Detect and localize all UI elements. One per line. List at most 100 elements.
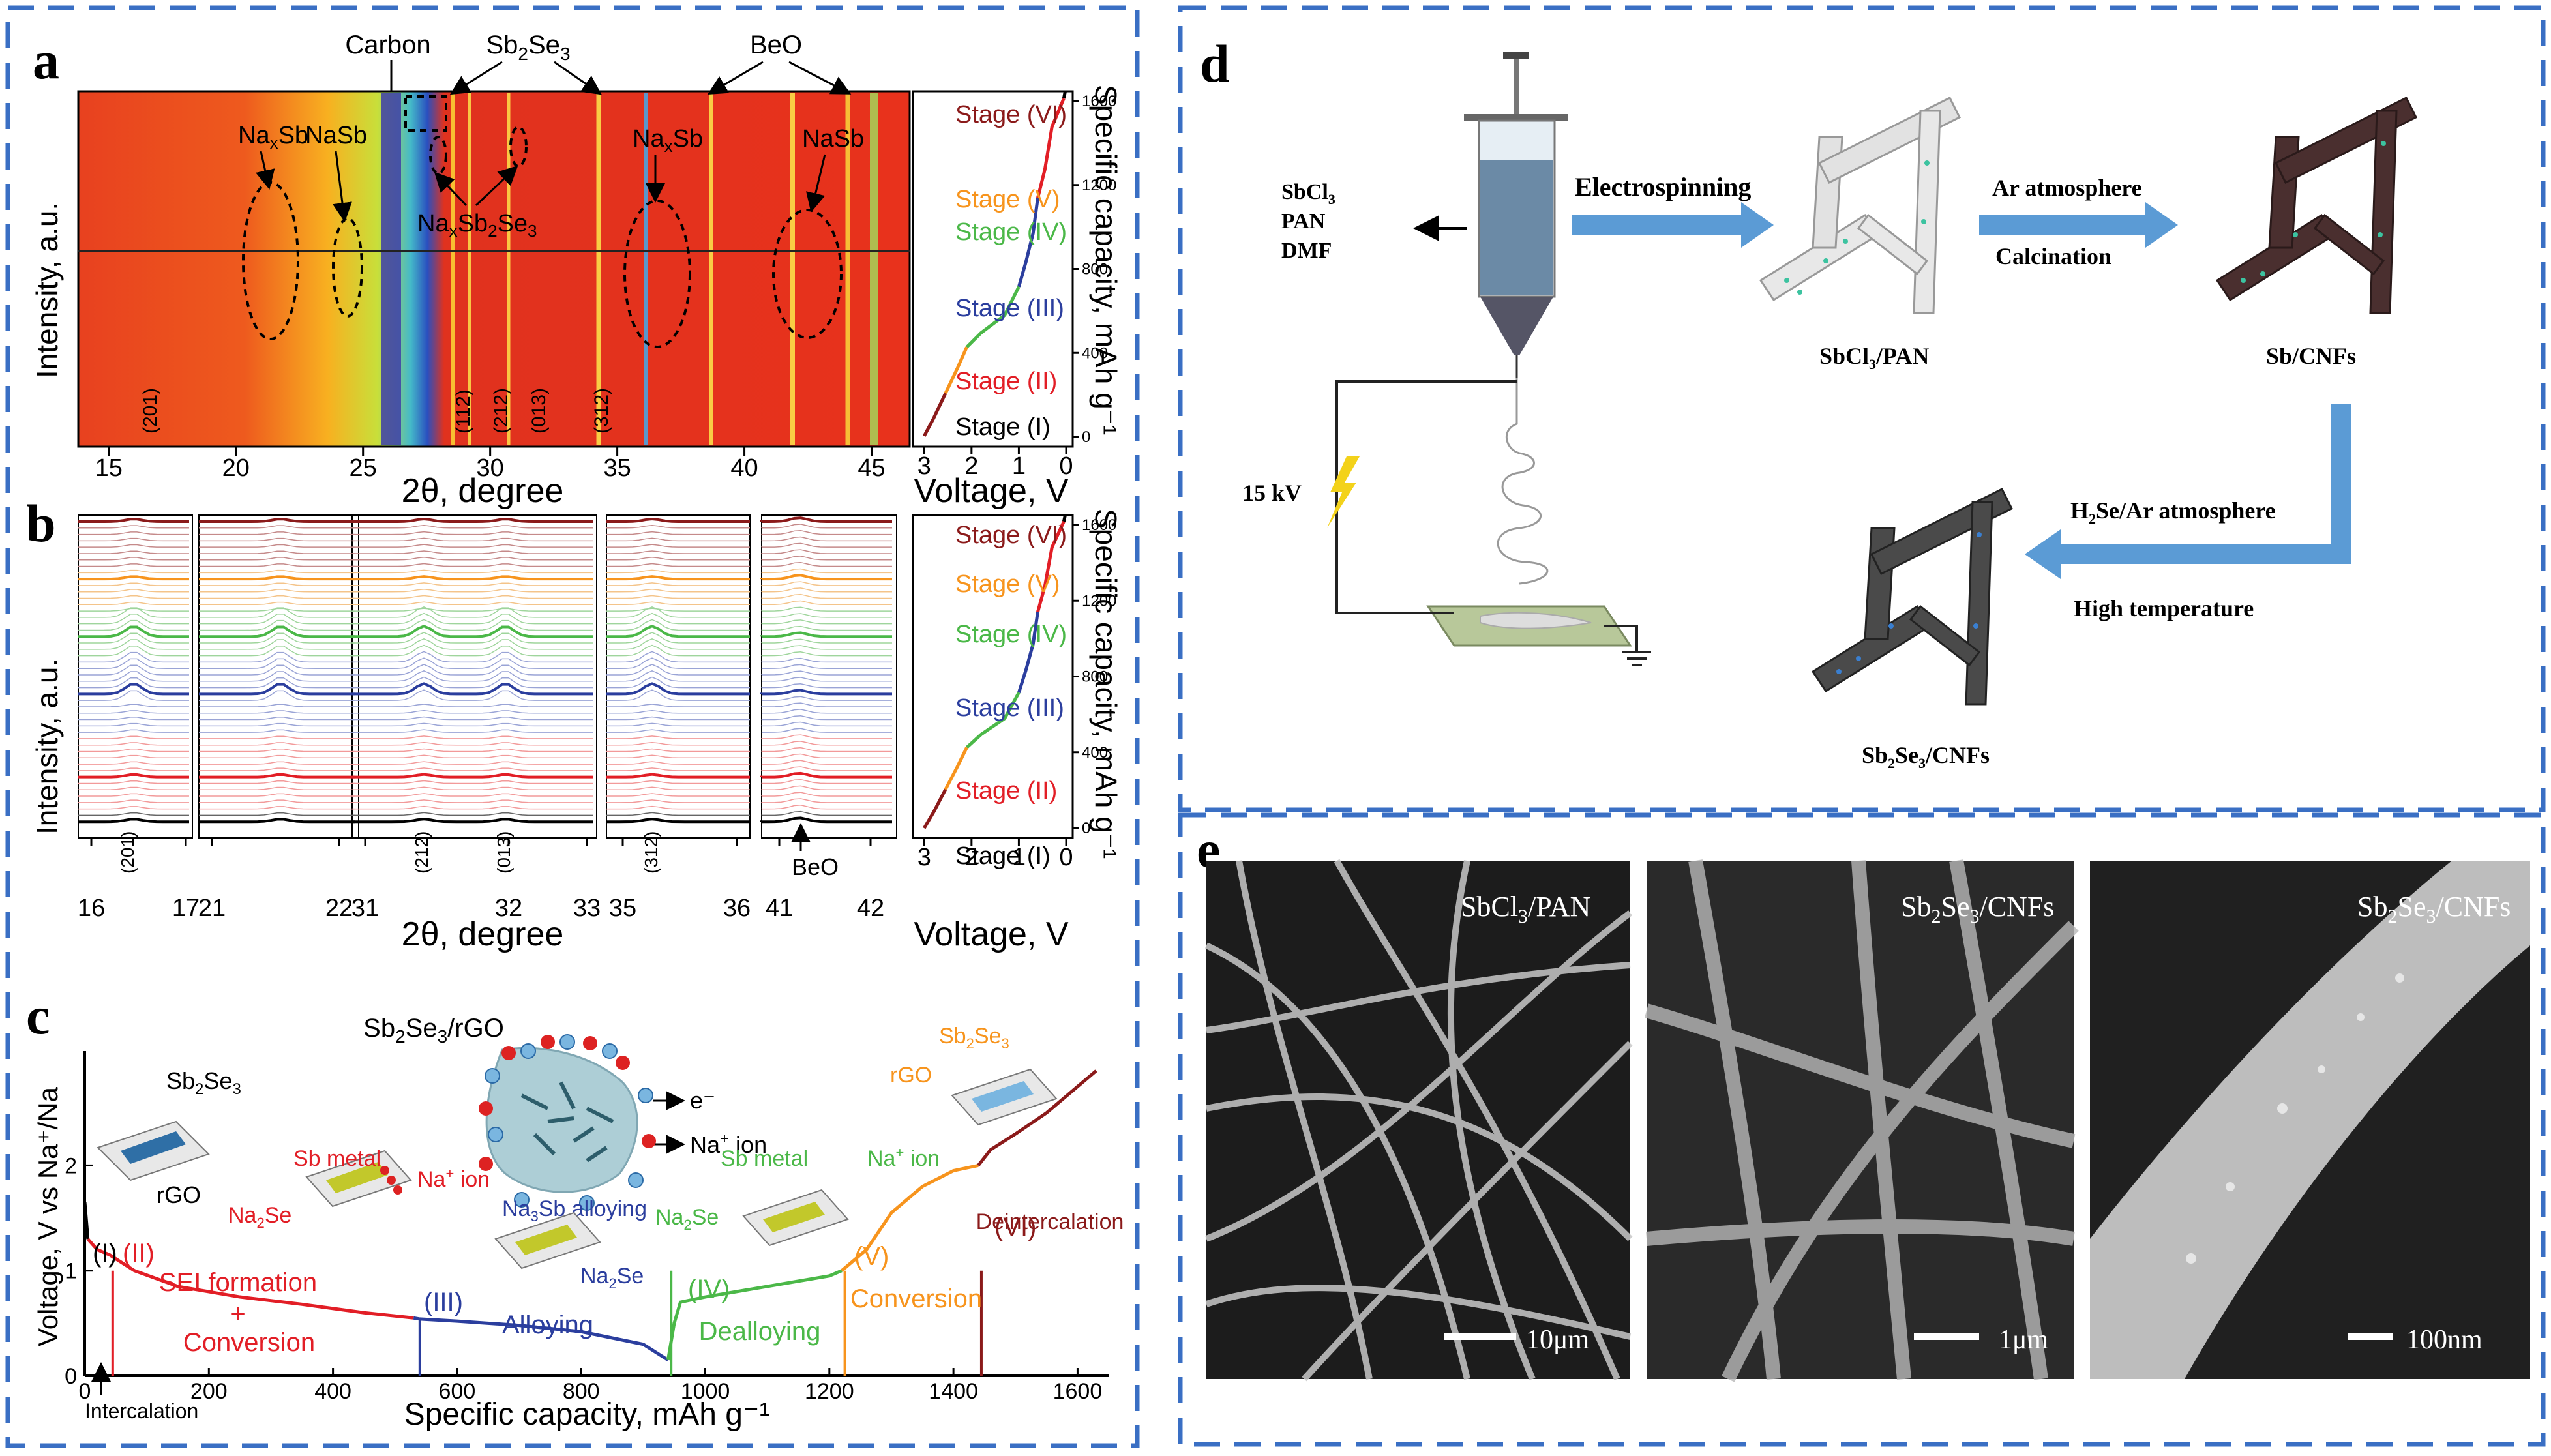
sbcl3-pan-fiber-illustration (1759, 96, 1962, 314)
trace-frame (198, 514, 359, 839)
collector-fibers (1480, 612, 1592, 629)
trace-line (352, 556, 593, 561)
h2se-label: H2Se/Ar atmosphere (2070, 498, 2276, 527)
process-arrow (2025, 404, 2351, 579)
sem-image-3-fiber (2090, 861, 2530, 1379)
volt-tick-label: 0 (1059, 453, 1073, 480)
trace-line (762, 683, 892, 689)
trace-line (762, 760, 892, 765)
peak-ellipse (429, 136, 447, 175)
panel-b-capacity-label: Specific capacity, mAh g⁻¹ (1089, 509, 1123, 859)
trace-line (199, 537, 355, 542)
volt-tick-label: 3 (917, 844, 931, 871)
trace-line (606, 754, 750, 759)
x-tick-label: 36 (723, 895, 751, 922)
trace-line (606, 595, 750, 599)
trace-line (78, 531, 189, 535)
circuit-wire (1335, 380, 1517, 614)
trace-line (199, 614, 355, 625)
trace-line (761, 524, 892, 529)
stage-label: Stage (VI) (955, 522, 1067, 549)
trace-line (199, 799, 355, 803)
trace-line (78, 729, 189, 733)
trace-line (606, 799, 750, 803)
stage-curve-segment (965, 286, 1021, 349)
panel-a-stage-labels: Stage (VI)Stage (V)Stage (IV)Stage (III)… (955, 101, 1067, 441)
stage-curve-segment (1017, 198, 1039, 288)
trace-line (761, 664, 892, 669)
trace-line (78, 563, 189, 567)
trace-line (761, 638, 892, 644)
trace-line (606, 531, 750, 535)
trace-line (199, 557, 355, 561)
trace-line (606, 588, 750, 593)
trace-line (352, 754, 593, 759)
trace-line (761, 549, 892, 554)
x-tick-label: 200 (190, 1379, 228, 1404)
rgo-sheet-illustration (305, 1150, 412, 1208)
panel-c-y-ticks: 012 (65, 1153, 93, 1389)
peak-box (404, 95, 447, 132)
stage-curve-segment (923, 788, 947, 829)
trace-line (606, 676, 750, 689)
trace-line (78, 646, 189, 657)
trace-line (78, 589, 189, 593)
trace-line (352, 569, 593, 574)
x-tick-label: 40 (730, 454, 758, 482)
peak-pointer (333, 151, 352, 222)
panel-a-capacity-label: Specific capacity, mAh g⁻¹ (1089, 85, 1123, 435)
lightning-icon (1327, 456, 1360, 528)
trace-line (761, 529, 892, 535)
x-tick-label: 1000 (681, 1379, 730, 1404)
trace-line (352, 735, 593, 739)
trace-line (606, 608, 750, 612)
trace-line (199, 735, 355, 739)
region-text-alloying: Alloying (502, 1311, 593, 1339)
x-tick-label: 17 (172, 895, 200, 922)
sb2se3-pointer (554, 61, 602, 95)
volt-tick-label: 0 (1059, 844, 1073, 871)
trace-line (606, 793, 750, 797)
sb-cnfs-fiber-illustration (2215, 96, 2418, 314)
x-tick-label: 22 (325, 895, 353, 922)
trace-line (78, 601, 189, 606)
heatmap-peak-lines (381, 93, 878, 445)
x-tick-label: 20 (222, 454, 250, 482)
trace-line (78, 773, 189, 779)
trace-line (78, 664, 189, 676)
panel-b-voltage-label: Voltage, V (914, 915, 1068, 953)
trace-line (761, 670, 892, 676)
panel-e-border (1178, 812, 2546, 1447)
sem-image-3-particles (2186, 973, 2404, 1264)
trace-line (352, 664, 593, 676)
trace-line (352, 682, 593, 696)
trace-line (762, 715, 892, 721)
panel-d: d SbCl3 PAN DMF 15 kV Electrospinni (1200, 34, 2418, 771)
trace-line (352, 657, 593, 669)
panel-d-label: d (1200, 34, 1230, 93)
region-label: (V) (854, 1242, 889, 1271)
trace-line (199, 619, 355, 631)
trace-line (352, 517, 593, 523)
trace-line (352, 729, 593, 733)
trace-line (78, 742, 189, 746)
trace-line (199, 595, 355, 599)
trace-line (78, 639, 189, 650)
cap-tick-label: 400 (1082, 744, 1108, 762)
rgo-sheet-illustration (951, 1068, 1058, 1126)
trace-line (199, 632, 355, 644)
trace-line (352, 644, 593, 657)
cap-tick-label: 1600 (1082, 93, 1116, 110)
region-text-deintercalation: Deintercalation (976, 1210, 1124, 1234)
electron-label: e⁻ (690, 1087, 715, 1114)
trace-line (199, 818, 355, 824)
trace-line (199, 773, 355, 779)
curve-segment (83, 1202, 90, 1240)
trace-line (761, 696, 892, 701)
panel-e: e SbCl3/PAN 10μm Sb2Se3/CNFs 1μm Sb (1197, 820, 2530, 1382)
